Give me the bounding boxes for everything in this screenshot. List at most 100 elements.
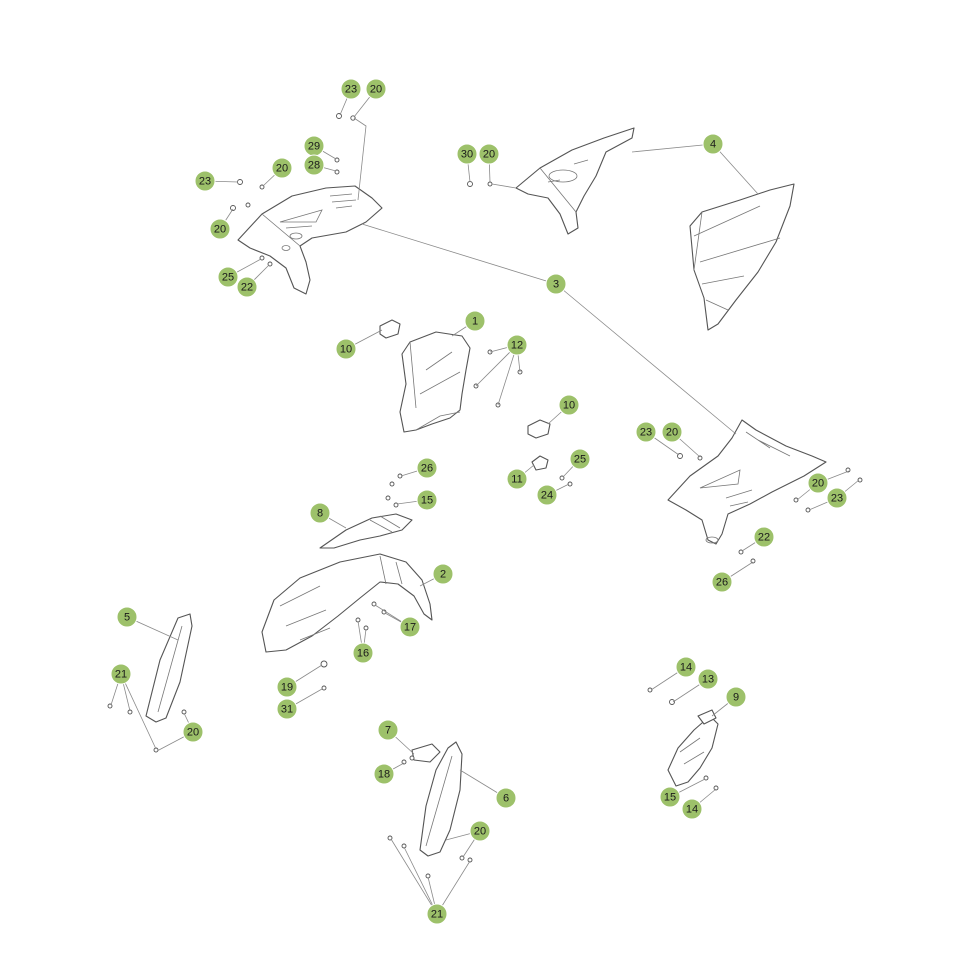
callout-circle	[725, 686, 747, 708]
callout-label: 2	[440, 569, 446, 581]
callout-16: 16	[352, 642, 374, 664]
callout-21: 21	[426, 903, 448, 925]
callout-label: 23	[640, 427, 652, 439]
callout-label: 29	[308, 141, 320, 153]
callout-label: 18	[378, 769, 390, 781]
callout-label: 10	[340, 344, 352, 356]
bracket-part-7	[411, 743, 441, 763]
callout-label: 21	[115, 669, 127, 681]
callout-label: 25	[222, 272, 234, 284]
callout-17: 17	[399, 616, 421, 638]
callout-label: 8	[317, 508, 323, 520]
side-panel-right-lower	[667, 419, 827, 545]
callout-8: 8	[309, 502, 331, 524]
callout-20: 20	[271, 157, 293, 179]
callout-circle	[558, 394, 580, 416]
callout-circle	[352, 642, 374, 664]
callout-21: 21	[110, 663, 132, 685]
chain-guide-part-9	[667, 709, 719, 787]
callout-circle	[661, 421, 683, 443]
callout-circle	[635, 421, 657, 443]
callout-circle	[335, 338, 357, 360]
callout-circle	[753, 526, 775, 548]
callout-label: 20	[370, 84, 382, 96]
callout-label: 31	[281, 704, 293, 716]
callout-24: 24	[536, 484, 558, 506]
callout-circle	[309, 502, 331, 524]
callout-circle	[365, 78, 387, 100]
callout-circle	[826, 487, 848, 509]
callout-label: 17	[404, 622, 416, 634]
callout-circle	[416, 489, 438, 511]
parts-layer	[107, 113, 863, 879]
bracket-part-11	[531, 455, 549, 471]
callout-30: 30	[456, 143, 478, 165]
callout-circle	[478, 143, 500, 165]
callout-label: 23	[831, 493, 843, 505]
callout-label: 22	[241, 282, 253, 294]
callout-31: 31	[276, 698, 298, 720]
callout-10: 10	[558, 394, 580, 416]
callout-label: 24	[541, 490, 553, 502]
callout-label: 1	[472, 316, 478, 328]
callout-circle	[399, 616, 421, 638]
callout-circle	[506, 468, 528, 490]
callout-circle	[697, 668, 719, 690]
callout-label: 20	[483, 149, 495, 161]
front-fender	[261, 553, 433, 653]
side-cover-right	[689, 183, 795, 331]
callout-circle	[681, 798, 703, 820]
callout-label: 13	[702, 674, 714, 686]
callout-label: 6	[503, 793, 509, 805]
callout-label: 21	[431, 909, 443, 921]
callout-18: 18	[373, 763, 395, 785]
callout-label: 20	[474, 826, 486, 838]
callout-label: 11	[511, 474, 522, 486]
callout-1: 1	[464, 310, 486, 332]
callout-circle	[456, 143, 478, 165]
callout-26: 26	[711, 571, 733, 593]
callout-circle	[416, 457, 438, 479]
callout-circle	[464, 310, 486, 332]
callout-20: 20	[661, 421, 683, 443]
callout-label: 20	[214, 224, 226, 236]
callout-26: 26	[416, 457, 438, 479]
callout-22: 22	[753, 526, 775, 548]
callout-circle	[303, 154, 325, 176]
hardware-screws	[107, 113, 863, 879]
callout-20: 20	[469, 820, 491, 842]
callout-label: 15	[664, 792, 676, 804]
callout-circle	[110, 663, 132, 685]
callout-14: 14	[675, 656, 697, 678]
callout-22: 22	[236, 276, 258, 298]
callout-circle	[116, 606, 138, 628]
callout-label: 20	[666, 427, 678, 439]
radiator-shroud-upper	[515, 127, 635, 235]
callout-circle	[536, 484, 558, 506]
callout-label: 16	[357, 648, 369, 660]
callout-20: 20	[209, 218, 231, 240]
callout-circle	[194, 170, 216, 192]
callout-20: 20	[365, 78, 387, 100]
callout-28: 28	[303, 154, 325, 176]
callout-label: 9	[733, 692, 739, 704]
callout-label: 20	[276, 163, 288, 175]
callout-circle	[495, 787, 517, 809]
callout-13: 13	[697, 668, 719, 690]
callout-29: 29	[303, 135, 325, 157]
callout-label: 26	[421, 463, 433, 475]
callout-circle	[276, 676, 298, 698]
callout-circle	[340, 78, 362, 100]
callout-label: 15	[421, 495, 433, 507]
callout-circle	[426, 903, 448, 925]
callout-label: 12	[511, 340, 523, 352]
callout-label: 22	[758, 532, 770, 544]
callout-circle	[506, 334, 528, 356]
callout-14: 14	[681, 798, 703, 820]
clip-part-10-a	[379, 319, 401, 339]
callout-circle	[675, 656, 697, 678]
callout-9: 9	[725, 686, 747, 708]
callout-label: 19	[281, 682, 293, 694]
